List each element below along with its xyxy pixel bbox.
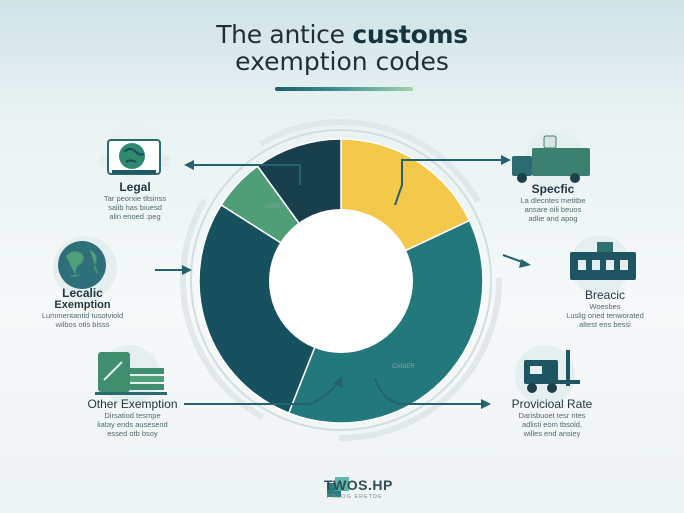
forklift-icon <box>515 345 580 405</box>
label-other-desc-1: Dirsatiod tesmpe <box>104 411 161 420</box>
label-lecalic-desc-1: Lummentantid tusotviold <box>41 311 124 320</box>
connector-specific <box>394 159 505 206</box>
title-part-1: The antice <box>216 20 353 49</box>
title-line-1: The antice customs <box>0 20 684 49</box>
label-other-desc-3: essed otb bsoy <box>107 429 158 438</box>
label-legal-head: Legal <box>119 180 151 194</box>
arc-label-bottom: CANIER <box>392 364 415 370</box>
logo-text: TWOS.HP <box>324 477 393 493</box>
label-provisional-desc-2: adlisti eom tbsold, <box>521 420 583 429</box>
label-breacic-desc-1: Woesbes <box>589 302 621 311</box>
label-provisional: Provicioal Rate Darisbuoet tesr ntes adl… <box>492 397 612 438</box>
title-part-2: customs <box>352 20 468 49</box>
logo-subtext: PREOG ERETDE <box>327 494 383 500</box>
label-specific: Specfic La dlecntes metitbe ansare oili … <box>498 182 608 223</box>
label-specific-desc-2: ansare oili beuos <box>524 205 582 214</box>
label-breacic-head: Breacic <box>584 288 625 302</box>
label-specific-desc-3: adlie and apog <box>528 214 578 223</box>
arrow-lecalic <box>182 265 192 275</box>
document-stack-icon <box>95 345 167 405</box>
label-other: Other Exemption Dirsatiod tesmpe liatay … <box>70 397 195 438</box>
label-other-desc-2: liatay ends ausesend <box>97 420 168 429</box>
outer-ring <box>190 129 492 431</box>
arrow-specific <box>501 155 511 165</box>
label-legal-desc-3: alin enoed :peg <box>109 212 161 221</box>
label-other-head: Other Exemption <box>87 397 178 411</box>
connector-provisional <box>374 377 485 405</box>
label-provisional-desc-3: willes end ansiey <box>523 429 581 438</box>
building-icon <box>570 235 636 295</box>
title-line-2: exemption codes <box>235 47 449 76</box>
label-legal: Legal Tar peorxie tltsinss salib has biu… <box>80 180 190 221</box>
label-legal-desc-2: salib has biuesd <box>108 203 162 212</box>
connector-legal <box>190 164 301 185</box>
label-breacic: Breacic Woesbes Luslig oned tenworated a… <box>550 288 660 329</box>
label-provisional-desc-1: Darisbuoet tesr ntes <box>518 411 586 420</box>
globe-clipboard-icon <box>100 122 170 178</box>
arrow-provisional <box>481 399 491 409</box>
label-specific-desc-1: La dlecntes metitbe <box>520 196 586 205</box>
arrow-heads <box>182 155 531 409</box>
label-breacic-desc-3: altest ens bessi <box>579 320 631 329</box>
donut-slice-d <box>198 203 342 415</box>
globe-icon <box>53 236 117 300</box>
donut-hole <box>269 209 413 353</box>
truck-icon <box>512 130 590 190</box>
label-provisional-head: Provicioal Rate <box>511 397 593 411</box>
outer-ring-band <box>180 119 502 441</box>
title-block: The antice customs exemption codes <box>0 20 684 76</box>
arrow-breacic <box>519 259 531 268</box>
label-lecalic-head-2: Exemption <box>54 299 111 311</box>
logo-mark-icon <box>327 477 349 497</box>
label-breacic-desc-2: Luslig oned tenworated <box>566 311 644 320</box>
title-underline <box>275 87 413 91</box>
label-legal-desc-1: Tar peorxie tltsinss <box>103 194 167 203</box>
arrow-other <box>333 376 343 388</box>
arrow-legal <box>184 160 194 170</box>
label-lecalic-desc-2: wilbos otis bisss <box>55 320 110 329</box>
label-lecalic: Lecalic Exemption Lummentantid tusotviol… <box>25 286 140 329</box>
label-specific-head: Specfic <box>531 182 575 196</box>
label-lecalic-head: Lecalic <box>62 286 103 300</box>
arc-label-top: LARET <box>265 204 285 210</box>
